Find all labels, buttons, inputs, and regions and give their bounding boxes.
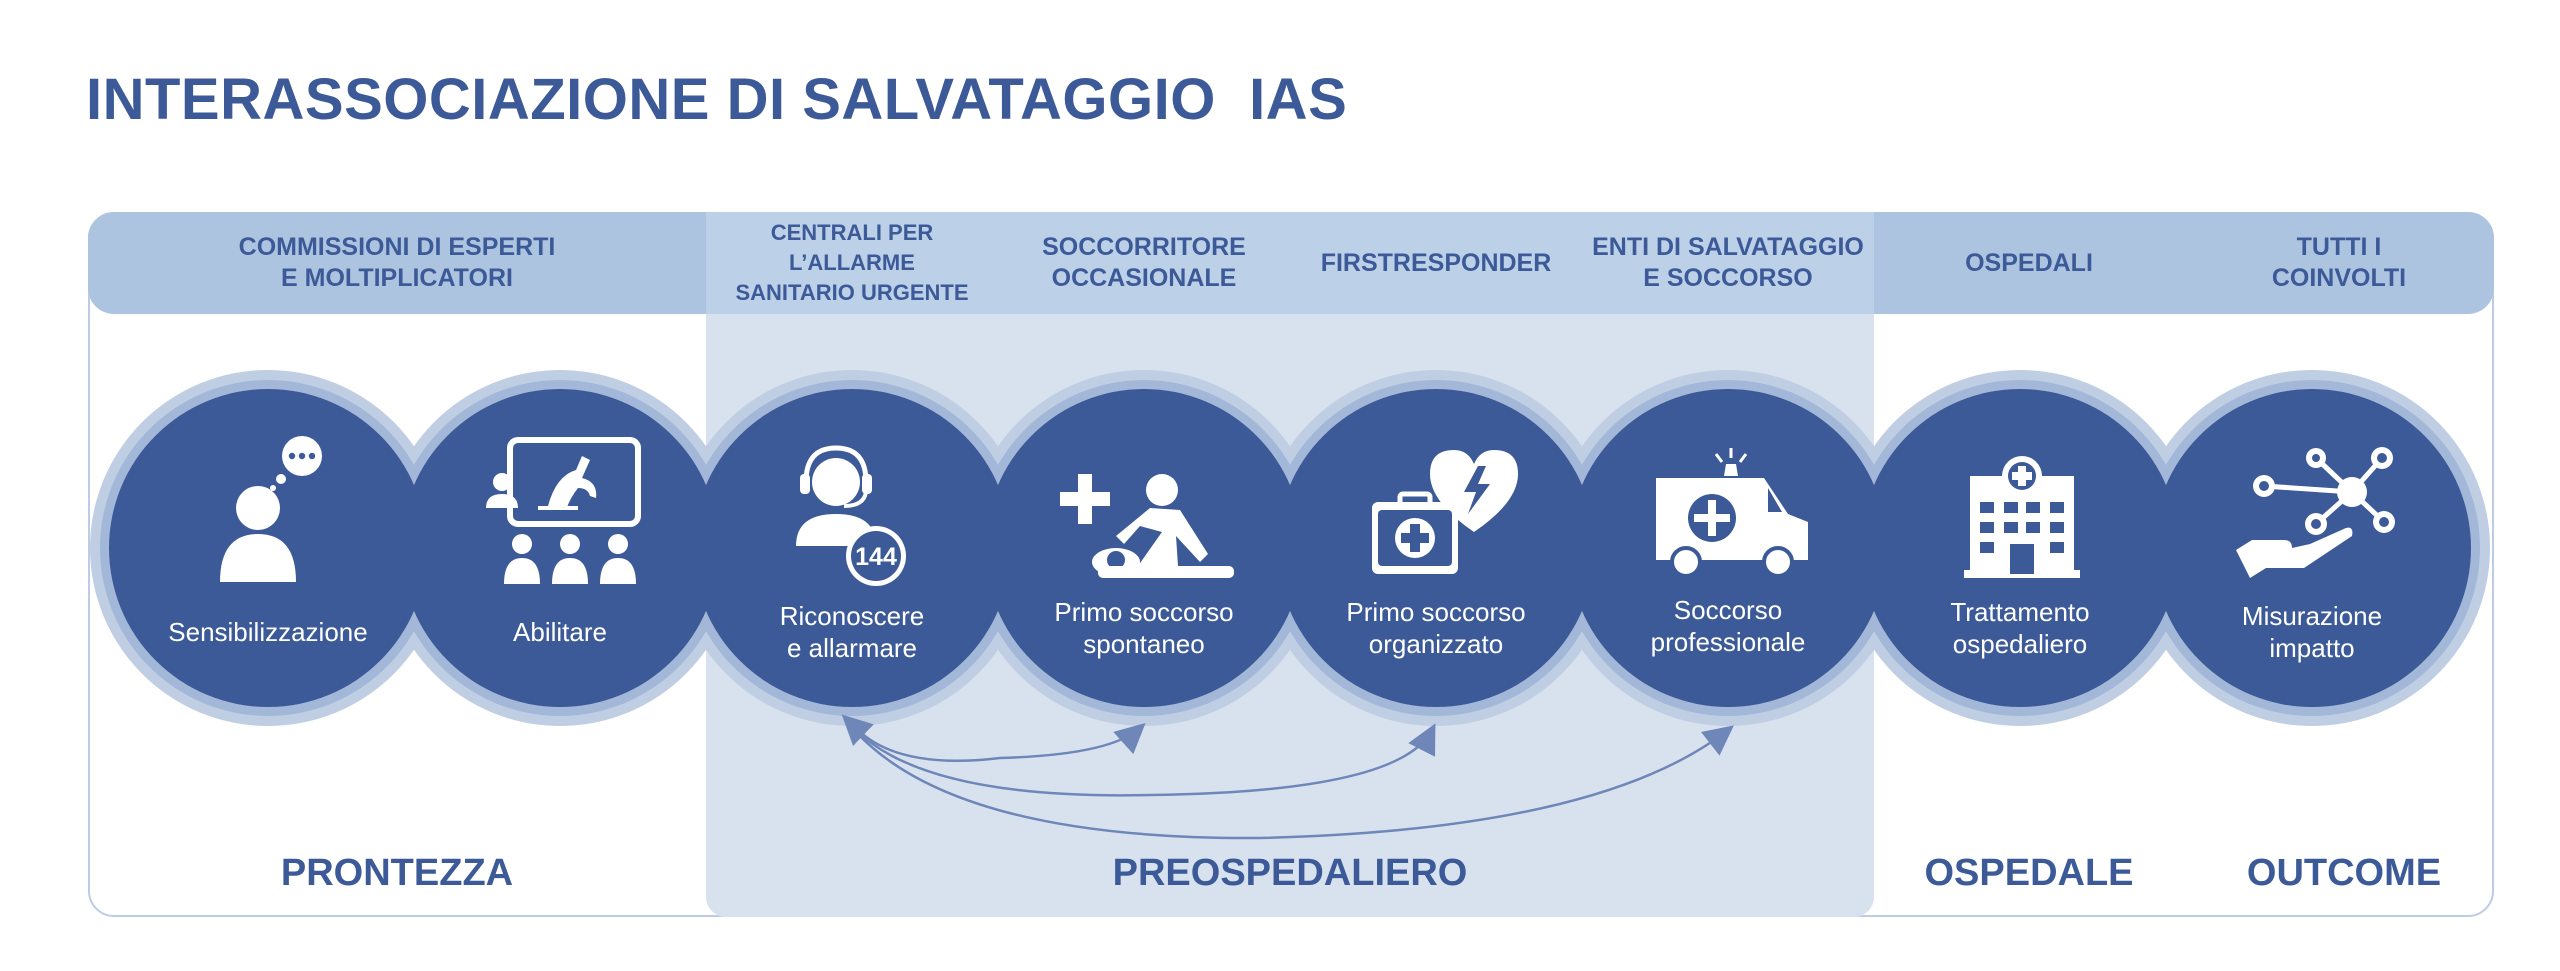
- arrow-to-professionale: [857, 725, 1734, 840]
- step-label-riconoscere: Riconoscere e allarmare: [779, 601, 925, 663]
- operator-headset-icon: 144: [796, 445, 906, 586]
- person-speech-icon: [220, 436, 322, 582]
- header-commissioni: COMMISSIONI DI ESPERTI E MOLTIPLICATORI: [238, 233, 556, 292]
- step-label-impatto: Misurazione impatto: [2241, 601, 2383, 663]
- first-aid-defibrillator-icon: [1372, 450, 1518, 574]
- ambulance-icon: [1656, 448, 1808, 578]
- phase-prontezza: PRONTEZZA: [280, 852, 514, 894]
- header-band-preospedaliero: [706, 212, 1874, 314]
- page-title: INTERASSOCIAZIONE DI SALVATAGGIO IAS: [86, 67, 1348, 132]
- step-label-primo-spontaneo: Primo soccorso spontaneo: [1054, 597, 1234, 659]
- step-label-abilitare: Abilitare: [513, 617, 607, 647]
- step-label-primo-organizzato: Primo soccorso organizzato: [1346, 597, 1526, 659]
- step-label-sensibilizzazione: Sensibilizzazione: [168, 617, 368, 647]
- header-enti: ENTI DI SALVATAGGIO E SOCCORSO: [1592, 233, 1864, 292]
- badge-144: 144: [855, 543, 897, 571]
- step-label-professionale: Soccorso professionale: [1650, 595, 1806, 657]
- header-tutti: TUTTI I COINVOLTI: [2271, 233, 2407, 292]
- step-circle-primo-spontaneo: [985, 389, 1303, 707]
- arrow-to-spontaneo: [841, 714, 1146, 763]
- step-label-ospedaliero: Trattamento ospedaliero: [1950, 597, 2090, 659]
- network-hand-icon: [2236, 447, 2395, 578]
- hospital-icon: [1964, 456, 2080, 578]
- cpr-icon: [1060, 474, 1234, 578]
- header-centrali: CENTRALI PER L’ALLARME SANITARIO URGENTE: [735, 220, 969, 305]
- header-firstresponder: FIRSTRESPONDER: [1320, 248, 1552, 277]
- phase-ospedale: OSPEDALE: [1924, 852, 2134, 894]
- header-ospedali: OSPEDALI: [1965, 248, 2093, 277]
- phase-outcome: OUTCOME: [2246, 852, 2442, 894]
- header-soccorritore: SOCCORRITORE OCCASIONALE: [1042, 233, 1246, 292]
- training-screen-icon: [486, 437, 641, 584]
- phase-preospedaliero: PREOSPEDALIERO: [1112, 852, 1468, 894]
- arrow-to-organizzato: [857, 723, 1436, 797]
